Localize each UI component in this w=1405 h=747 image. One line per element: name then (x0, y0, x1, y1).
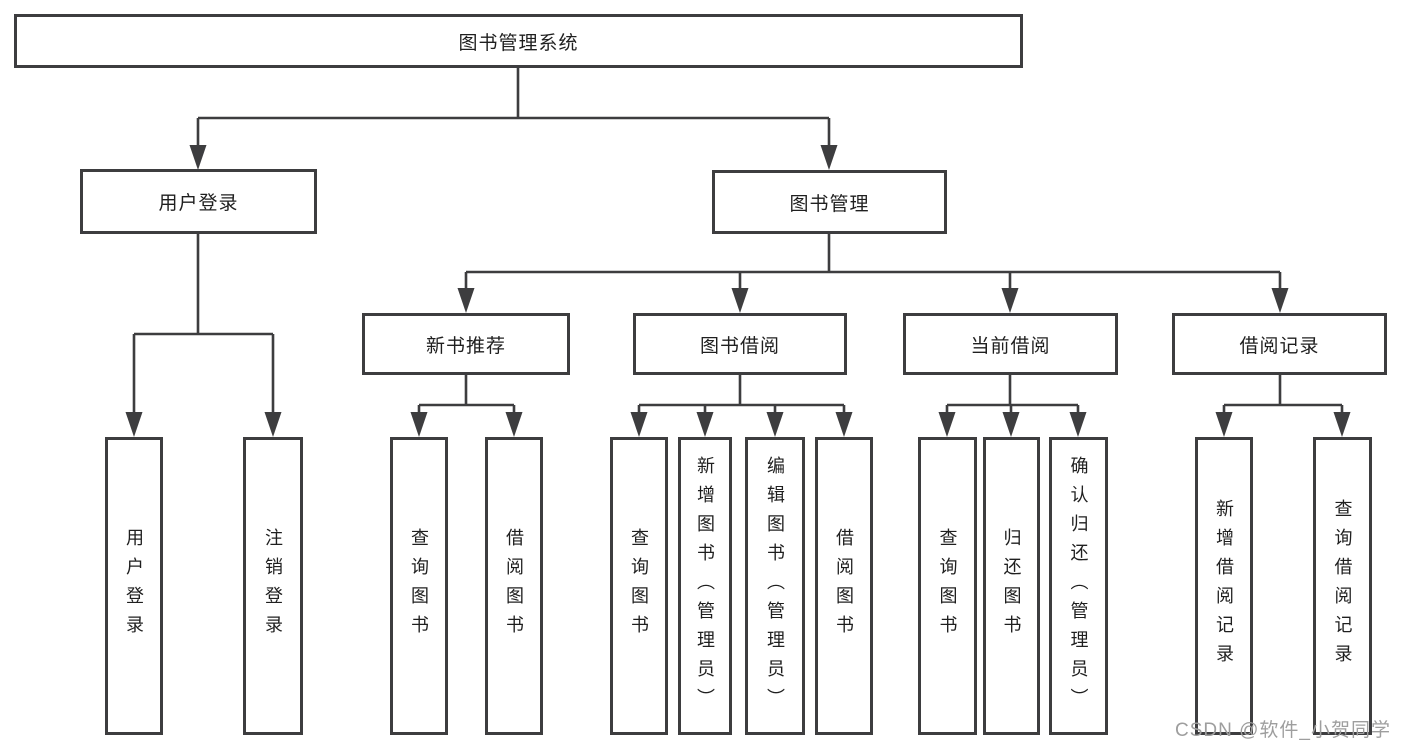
node-user-login-label: 用户登录 (158, 193, 239, 214)
leaf-user-login-label: 用户登录 (124, 528, 144, 644)
arrowhead (938, 412, 956, 437)
leaf-query-books-2: 查询图书 (610, 437, 668, 735)
connector-book-borrow (637, 375, 846, 412)
arrowhead (1002, 412, 1020, 437)
arrowhead (189, 145, 207, 170)
leaf-add-borrow-record: 新增借阅记录 (1195, 437, 1253, 735)
node-root-label: 图书管理系统 (458, 32, 579, 54)
connector-current-borrow (945, 375, 1080, 412)
connector-lines (132, 67, 1344, 412)
arrowhead (835, 412, 853, 437)
leaf-borrow-books-2-label: 借阅图书 (834, 528, 854, 644)
node-book-management-label: 图书管理 (789, 193, 870, 215)
node-book-borrow-label: 图书借阅 (699, 335, 780, 357)
leaf-logout-label: 注销登录 (263, 528, 283, 644)
leaf-edit-books-admin-label: 编辑图书（管理员） (765, 455, 785, 717)
leaf-add-borrow-record-label: 新增借阅记录 (1214, 499, 1234, 673)
node-user-login: 用户登录 (80, 169, 317, 234)
arrowhead (1215, 412, 1233, 437)
leaf-confirm-return-admin-label: 确认归还（管理员） (1068, 455, 1089, 717)
node-borrow-records-label: 借阅记录 (1239, 335, 1320, 357)
node-current-borrow-label: 当前借阅 (970, 335, 1051, 357)
connector-root (196, 67, 831, 145)
node-new-book-recommend-label: 新书推荐 (425, 335, 506, 357)
leaf-borrow-books-2: 借阅图书 (815, 437, 873, 735)
arrowheads (125, 145, 1351, 437)
connector-new-book-recommend (417, 375, 516, 412)
arrowhead (410, 412, 428, 437)
arrowhead (1001, 288, 1019, 313)
node-book-management: 图书管理 (712, 170, 947, 234)
arrowhead (457, 288, 475, 313)
arrowhead (696, 412, 714, 437)
leaf-edit-books-admin: 编辑图书（管理员） (745, 437, 805, 735)
arrowhead (125, 412, 143, 437)
leaf-query-books-2-label: 查询图书 (629, 528, 649, 644)
node-new-book-recommend: 新书推荐 (362, 313, 570, 375)
node-current-borrow: 当前借阅 (903, 313, 1118, 375)
arrowhead (766, 412, 784, 437)
leaf-return-books-label: 归还图书 (1001, 528, 1022, 644)
leaf-confirm-return-admin: 确认归还（管理员） (1049, 437, 1108, 735)
leaf-user-login: 用户登录 (105, 437, 163, 735)
leaf-add-books-admin-label: 新增图书（管理员） (695, 455, 715, 717)
leaf-add-books-admin: 新增图书（管理员） (678, 437, 732, 735)
leaf-query-books-3-label: 查询图书 (937, 528, 958, 644)
leaf-query-books-1-label: 查询图书 (409, 528, 429, 644)
leaf-logout: 注销登录 (243, 437, 303, 735)
leaf-query-borrow-record: 查询借阅记录 (1313, 437, 1372, 735)
leaf-query-books-1: 查询图书 (390, 437, 448, 735)
leaf-query-borrow-record-label: 查询借阅记录 (1332, 499, 1353, 673)
node-root: 图书管理系统 (14, 14, 1023, 68)
arrowhead (1333, 412, 1351, 437)
arrowhead (630, 412, 648, 437)
connector-user-login (132, 234, 275, 412)
arrowhead (1069, 412, 1087, 437)
arrowhead (1271, 288, 1289, 313)
arrowhead (264, 412, 282, 437)
arrowhead (820, 145, 838, 170)
connector-book-management (464, 234, 1282, 288)
arrowhead (505, 412, 523, 437)
leaf-query-books-3: 查询图书 (918, 437, 977, 735)
leaf-borrow-books-1-label: 借阅图书 (504, 528, 524, 644)
connector-borrow-records (1222, 375, 1344, 412)
node-borrow-records: 借阅记录 (1172, 313, 1387, 375)
leaf-return-books: 归还图书 (983, 437, 1040, 735)
leaf-borrow-books-1: 借阅图书 (485, 437, 543, 735)
arrowhead (731, 288, 749, 313)
node-book-borrow: 图书借阅 (633, 313, 847, 375)
